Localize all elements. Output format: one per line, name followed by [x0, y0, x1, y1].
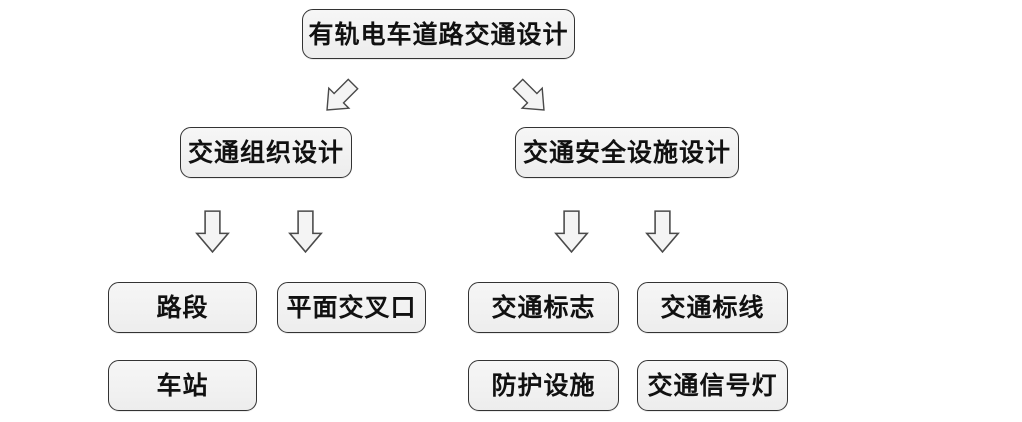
- node-at-grade-intersection-label: 平面交叉口: [286, 293, 417, 322]
- node-traffic-signs-label: 交通标志: [491, 293, 596, 322]
- arrow-down-icon: [194, 209, 231, 254]
- arrow-down-icon: [553, 209, 590, 254]
- node-at-grade-intersection: 平面交叉口: [277, 282, 426, 333]
- node-root: 有轨电车道路交通设计: [302, 9, 575, 59]
- node-traffic-signal-lights: 交通信号灯: [637, 360, 788, 411]
- node-traffic-safety-facilities-design-label: 交通安全设施设计: [522, 138, 731, 167]
- node-protective-facilities: 防护设施: [468, 360, 619, 411]
- node-traffic-markings-label: 交通标线: [660, 293, 765, 322]
- node-traffic-signs: 交通标志: [468, 282, 619, 333]
- node-protective-facilities-label: 防护设施: [491, 371, 596, 400]
- arrow-down-left-icon: [312, 69, 367, 124]
- node-traffic-organization-design: 交通组织设计: [180, 127, 352, 178]
- node-traffic-markings: 交通标线: [637, 282, 788, 333]
- node-station: 车站: [108, 360, 257, 411]
- node-station-label: 车站: [156, 371, 209, 400]
- node-root-label: 有轨电车道路交通设计: [308, 19, 569, 49]
- node-traffic-safety-facilities-design: 交通安全设施设计: [515, 127, 739, 178]
- node-traffic-signal-lights-label: 交通信号灯: [647, 371, 778, 400]
- arrow-down-icon: [287, 209, 324, 254]
- node-road-section: 路段: [108, 282, 257, 333]
- node-road-section-label: 路段: [156, 293, 209, 322]
- node-traffic-organization-design-label: 交通组织设计: [187, 138, 344, 167]
- arrow-down-icon: [644, 209, 681, 254]
- arrow-down-right-icon: [503, 69, 558, 124]
